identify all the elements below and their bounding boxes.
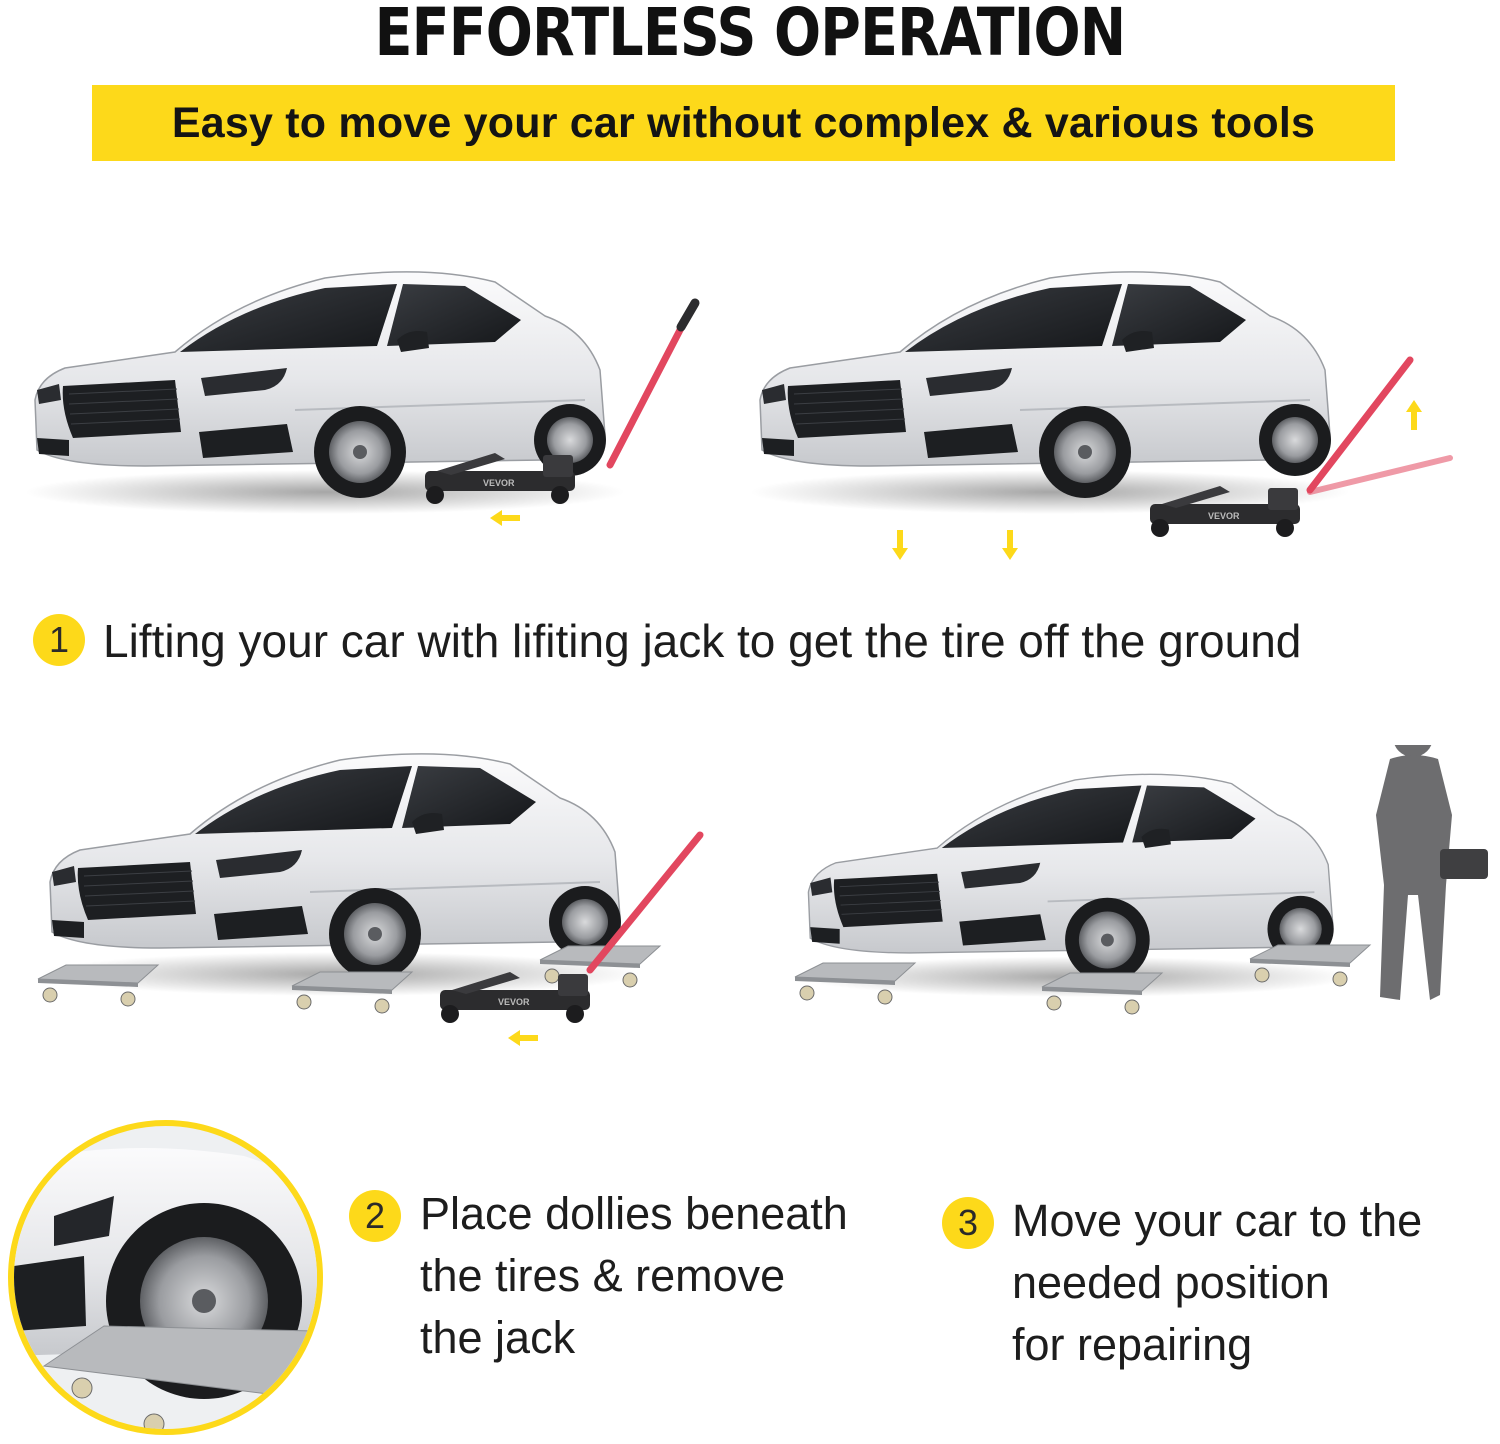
wheel-closeup-image (8, 1120, 323, 1435)
step-3-line-2: needed position (1012, 1257, 1330, 1308)
step-3-text: Move your car to the needed position for… (1012, 1190, 1422, 1376)
jack-handle (586, 831, 704, 974)
worker-silhouette-icon (1376, 745, 1488, 1000)
step-3-number: 3 (942, 1197, 994, 1249)
step-1-number: 1 (33, 614, 85, 666)
step-3-line-1: Move your car to the (1012, 1195, 1423, 1246)
jack-handle (606, 298, 700, 469)
jack-handle (1306, 356, 1453, 495)
step-2-number: 2 (349, 1190, 401, 1242)
step-1-text: Lifting your car with lifiting jack to g… (103, 615, 1302, 667)
car-lift-image-2 (750, 260, 1480, 570)
car-lift-image-1 (25, 255, 705, 555)
step-2-text: Place dollies beneath the tires & remove… (420, 1183, 848, 1369)
step-2-line-2: the tires & remove (420, 1250, 786, 1301)
step-2-line-1: Place dollies beneath (420, 1188, 848, 1239)
car-dolly-image-2 (790, 745, 1490, 1035)
headline: EFFORTLESS OPERATION (374, 0, 1127, 71)
subtitle-text: Easy to move your car without complex & … (171, 99, 1316, 147)
car-dolly-image-1 (30, 740, 730, 1050)
step-3-line-3: for repairing (1012, 1319, 1253, 1370)
subtitle-banner: Easy to move your car without complex & … (92, 85, 1395, 161)
step-2-line-3: the jack (420, 1312, 576, 1363)
